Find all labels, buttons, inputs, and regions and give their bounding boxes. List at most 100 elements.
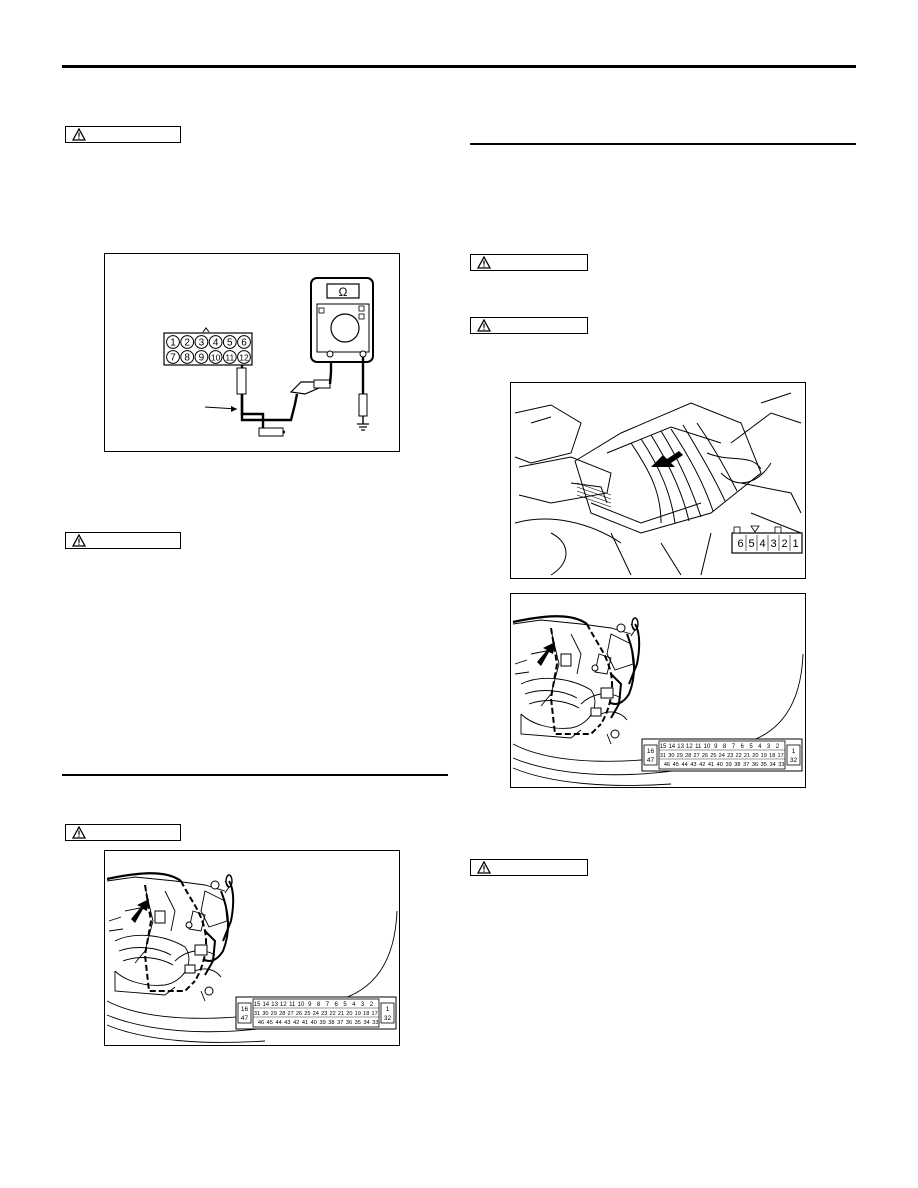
ecu-pin-label: 13 xyxy=(677,744,684,750)
ecu-pin-label: 4 xyxy=(352,1002,356,1008)
ecu-pin-label: 23 xyxy=(727,753,733,759)
ecu-pin-label: 27 xyxy=(287,1011,293,1017)
ecu-pin-label: 40 xyxy=(717,762,723,768)
ecu-pin-label: 45 xyxy=(267,1020,273,1026)
caution-box-4 xyxy=(470,254,588,271)
ecu-pin-label: 23 xyxy=(321,1011,327,1017)
connector-pin-label: 9 xyxy=(199,353,205,364)
header-rule xyxy=(62,65,856,68)
warning-triangle-icon xyxy=(72,826,86,839)
section-rule-left xyxy=(62,774,448,776)
ecu-pin-label: 24 xyxy=(719,753,725,759)
connector-pin xyxy=(194,335,209,349)
ecu-pin-label: 6 xyxy=(335,1002,339,1008)
connector-pin-label: 3 xyxy=(199,338,205,349)
ecu-pin-label: 36 xyxy=(346,1020,352,1026)
ecu-pin-label: 5 xyxy=(749,744,753,750)
ecu-pin-label: 11 xyxy=(289,1002,296,1008)
warning-triangle-icon xyxy=(477,319,491,332)
ecu-pin-label: 44 xyxy=(275,1020,281,1026)
ecu-pin-label: 9 xyxy=(714,744,718,750)
ecu-pin-label: 30 xyxy=(262,1011,268,1017)
caution-box-6 xyxy=(470,859,588,876)
connector-pin xyxy=(237,335,251,349)
ecu-pin-label: 42 xyxy=(293,1020,299,1026)
ecu-pin-label: 46 xyxy=(664,762,670,768)
six-pin-label: 6 xyxy=(737,538,743,550)
ecu-pin-label: 37 xyxy=(743,762,749,768)
meter-symbol: Ω xyxy=(339,285,348,299)
connector-pin xyxy=(208,350,223,364)
ecu-pin-label: 16 xyxy=(241,1006,249,1013)
connector-pin xyxy=(166,350,180,364)
ecu-pin-label: 32 xyxy=(384,1015,392,1022)
ecu-pin-label: 41 xyxy=(708,762,714,768)
ecu-pin-label: 18 xyxy=(363,1011,369,1017)
ecu-pin-label: 21 xyxy=(744,753,750,759)
ecu-pin-label: 22 xyxy=(329,1011,335,1017)
ecu-pin-label: 43 xyxy=(284,1020,290,1026)
ecu-pin-label: 24 xyxy=(313,1011,319,1017)
ecu-pin-label: 25 xyxy=(710,753,716,759)
ecu-pin-label: 46 xyxy=(258,1020,264,1026)
connector-pin-label: 11 xyxy=(225,353,234,363)
ecu-pin-label: 5 xyxy=(343,1002,347,1008)
connector-pin xyxy=(166,335,180,349)
ecu-pin-label: 20 xyxy=(346,1011,352,1017)
connector-pin-label: 8 xyxy=(184,353,190,364)
ecu-pin-label: 19 xyxy=(761,753,767,759)
connector-pin xyxy=(180,335,195,349)
ecu-pin-label: 33 xyxy=(372,1020,378,1026)
warning-triangle-icon xyxy=(477,861,491,874)
caution-box-2 xyxy=(65,532,181,549)
ecu-pin-label: 38 xyxy=(328,1020,334,1026)
connector-pin-label: 5 xyxy=(227,338,233,349)
connector-pin-label: 6 xyxy=(241,338,247,349)
ecu-pin-label: 29 xyxy=(677,753,683,759)
ecu-pin-label: 12 xyxy=(686,744,693,750)
ecu-pin-label: 10 xyxy=(704,744,711,750)
ecu-pin-label: 33 xyxy=(778,762,784,768)
ecu-pin-label: 1 xyxy=(792,748,796,755)
ecu-pin-label: 36 xyxy=(752,762,758,768)
ecu-pin-label: 11 xyxy=(695,744,702,750)
ecu-pin-label: 8 xyxy=(723,744,727,750)
ecu-pin-label: 47 xyxy=(241,1015,249,1022)
connector-pin xyxy=(180,350,195,364)
ecu-pin-label: 28 xyxy=(685,753,691,759)
ecu-pin-label: 2 xyxy=(776,744,780,750)
ecu-pin-label: 17 xyxy=(777,753,783,759)
ecu-pin-label: 37 xyxy=(337,1020,343,1026)
section-rule-right xyxy=(470,143,856,145)
ecu-pin-label: 1 xyxy=(386,1006,390,1013)
ecu-pin-label: 20 xyxy=(752,753,758,759)
ecu-pin-label: 21 xyxy=(338,1011,344,1017)
caution-box-1 xyxy=(65,126,181,143)
six-pin-label: 2 xyxy=(781,538,787,550)
six-pin-label: 5 xyxy=(748,538,754,550)
ecu-pin-label: 15 xyxy=(660,744,667,750)
ecu-pin-label: 39 xyxy=(725,762,731,768)
ohmmeter: Ω xyxy=(310,277,374,363)
six-pin-label: 3 xyxy=(770,538,776,550)
ecu-pin-label: 13 xyxy=(271,1002,278,1008)
ecu-pin-label: 3 xyxy=(361,1002,365,1008)
ecu-pin-label: 31 xyxy=(254,1011,260,1017)
caution-box-3 xyxy=(65,824,181,841)
ecu-pin-label: 7 xyxy=(732,744,736,750)
six-pin-label: 4 xyxy=(759,538,765,550)
ecu-pin-label: 9 xyxy=(308,1002,312,1008)
ecu-pin-label: 2 xyxy=(370,1002,374,1008)
connector-pin-label: 4 xyxy=(213,338,219,349)
warning-triangle-icon xyxy=(72,128,86,141)
ecu-pin-label: 42 xyxy=(699,762,705,768)
connector-pin-label: 10 xyxy=(211,353,221,363)
ecu-pin-label: 12 xyxy=(280,1002,287,1008)
ecu-pin-label: 29 xyxy=(271,1011,277,1017)
